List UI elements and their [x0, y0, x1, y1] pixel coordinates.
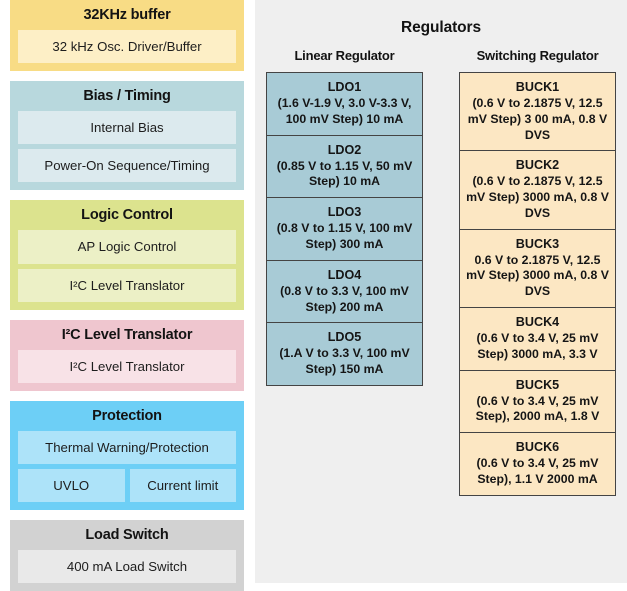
block-cell: Current limit [129, 468, 236, 503]
regulator-item-buck6: BUCK6 (0.6 V to 3.4 V, 25 mV Step), 1.1 … [460, 433, 615, 495]
regulator-item-buck4: BUCK4 (0.6 V to 3.4 V, 25 mV Step) 3000 … [460, 307, 615, 371]
block-cell: I²C Level Translator [18, 268, 236, 302]
regulator-columns: Linear Regulator LDO1 (1.6 V-1.9 V, 3.0 … [255, 37, 627, 496]
block-32khz-buffer: 32KHz buffer 32 kHz Osc. Driver/Buffer [10, 0, 244, 72]
regulator-desc: (0.6 V to 3.4 V, 25 mV Step), 1.1 V 2000… [476, 456, 599, 486]
regulator-desc: (0.8 V to 3.3 V, 100 mV Step) 200 mA [280, 283, 409, 314]
block-bias-timing: Bias / Timing Internal Bias Power-On Seq… [10, 81, 244, 191]
regulator-name: LDO1 [327, 80, 362, 94]
regulator-name: LDO4 [327, 267, 362, 282]
buck-stack: BUCK1 (0.6 V to 2.1875 V, 12.5 mV Step) … [459, 72, 616, 496]
block-cell: 32 kHz Osc. Driver/Buffer [18, 29, 236, 64]
regulator-desc: (0.6 V to 2.1875 V, 12.5 mV Step) 3 00 m… [467, 96, 608, 142]
regulator-item-ldo3: LDO3 (0.8 V to 1.15 V, 100 mV Step) 300 … [267, 198, 422, 261]
regulator-item-buck3: BUCK3 0.6 V to 2.1875 V, 12.5 mV Step) 3… [460, 229, 615, 308]
regulator-desc: (0.8 V to 1.15 V, 100 mV Step) 300 mA [276, 221, 413, 251]
regulator-item-ldo2: LDO2 (0.85 V to 1.15 V, 50 mV Step) 10 m… [267, 135, 422, 199]
regulator-desc: (0.85 V to 1.15 V, 50 mV Step) 10 mA [276, 158, 413, 189]
block-cell: Power-On Sequence/Timing [18, 149, 236, 183]
block-cell-row: UVLO Current limit [18, 468, 236, 503]
regulators-panel: Regulators Linear Regulator LDO1 (1.6 V-… [255, 0, 627, 583]
block-title: Protection [92, 407, 162, 424]
block-cell: I²C Level Translator [18, 349, 236, 383]
block-cell: 400 mA Load Switch [18, 550, 236, 584]
regulators-title: Regulators [401, 19, 481, 36]
block-cell: AP Logic Control [18, 230, 236, 264]
column-header-linear: Linear Regulator [294, 48, 395, 63]
regulator-desc: (1.6 V-1.9 V, 3.0 V-3.3 V, 100 mV Step) … [277, 96, 412, 126]
regulator-name: BUCK3 [515, 236, 560, 251]
block-cell: Thermal Warning/Protection [18, 430, 236, 464]
regulator-name: BUCK4 [515, 314, 560, 329]
regulator-item-ldo1: LDO1 (1.6 V-1.9 V, 3.0 V-3.3 V, 100 mV S… [267, 73, 422, 136]
block-load-switch: Load Switch 400 mA Load Switch [10, 520, 244, 591]
block-title: I²C Level Translator [61, 326, 193, 343]
block-title: Bias / Timing [83, 88, 171, 105]
regulator-item-ldo4: LDO4 (0.8 V to 3.3 V, 100 mV Step) 200 m… [267, 260, 422, 324]
block-title: Load Switch [85, 527, 169, 544]
regulator-desc: (0.6 V to 3.4 V, 25 mV Step) 3000 mA, 3.… [476, 331, 599, 361]
functional-blocks-column: 32KHz buffer 32 kHz Osc. Driver/Buffer B… [0, 0, 247, 591]
block-i2c-level-translator: I²C Level Translator I²C Level Translato… [10, 319, 244, 391]
regulator-name: BUCK2 [515, 158, 560, 173]
ldo-stack: LDO1 (1.6 V-1.9 V, 3.0 V-3.3 V, 100 mV S… [266, 72, 423, 386]
regulator-item-buck5: BUCK5 (0.6 V to 3.4 V, 25 mV Step), 2000… [460, 370, 615, 434]
regulator-desc: (1.A V to 3.3 V, 100 mV Step) 150 mA [279, 346, 410, 377]
regulator-item-ldo5: LDO5 (1.A V to 3.3 V, 100 mV Step) 150 m… [267, 323, 422, 385]
regulator-desc: (0.6 V to 3.4 V, 25 mV Step), 2000 mA, 1… [475, 393, 600, 424]
regulator-name: LDO2 [327, 142, 362, 157]
block-title: Logic Control [81, 207, 173, 224]
regulator-desc: 0.6 V to 2.1875 V, 12.5 mV Step) 3000 mA… [466, 252, 609, 299]
regulator-name: BUCK6 [515, 440, 560, 455]
linear-regulator-column: Linear Regulator LDO1 (1.6 V-1.9 V, 3.0 … [266, 48, 423, 496]
block-cell: Internal Bias [18, 111, 236, 145]
regulator-name: LDO5 [327, 330, 362, 345]
regulator-name: BUCK5 [515, 377, 560, 392]
regulator-desc: (0.6 V to 2.1875 V, 12.5 mV Step) 3000 m… [466, 174, 609, 220]
block-logic-control: Logic Control AP Logic Control I²C Level… [10, 200, 244, 310]
regulator-item-buck2: BUCK2 (0.6 V to 2.1875 V, 12.5 mV Step) … [460, 151, 615, 230]
switching-regulator-column: Switching Regulator BUCK1 (0.6 V to 2.18… [459, 48, 616, 496]
regulator-name: LDO3 [327, 205, 362, 220]
block-title: 32KHz buffer [83, 7, 171, 23]
block-protection: Protection Thermal Warning/Protection UV… [10, 400, 244, 511]
column-header-switching: Switching Regulator [476, 48, 599, 63]
regulator-name: BUCK1 [515, 80, 560, 94]
regulator-item-buck1: BUCK1 (0.6 V to 2.1875 V, 12.5 mV Step) … [460, 73, 615, 152]
block-cell: UVLO [18, 468, 125, 503]
